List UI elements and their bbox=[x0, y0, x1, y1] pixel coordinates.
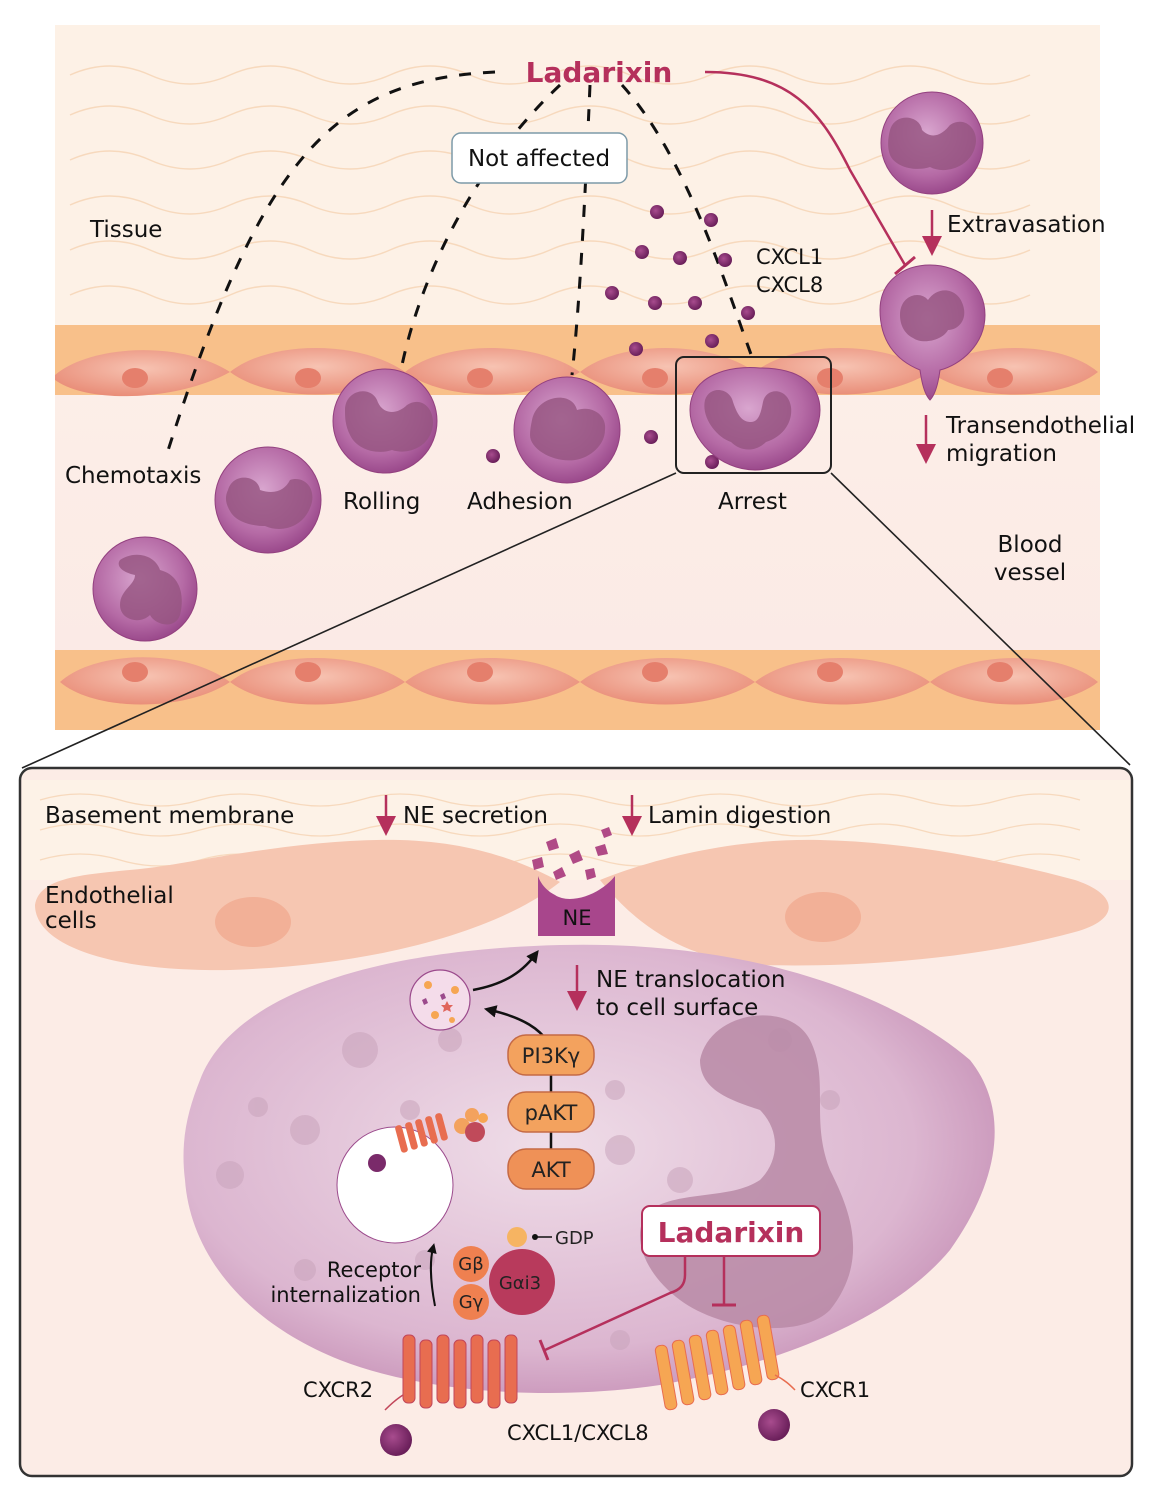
neutrophil-rolling bbox=[332, 368, 438, 474]
cxcr1-receptor bbox=[654, 1314, 780, 1411]
neutrophil-adhesion bbox=[513, 376, 621, 484]
endothelial-nucleus-right bbox=[785, 892, 861, 942]
inhibition-line-extravasation bbox=[704, 70, 907, 266]
chemokine-label-cxcl8: CXCL8 bbox=[756, 273, 823, 297]
neutrophil-transmigrating bbox=[879, 264, 986, 401]
top-drug-label: Ladarixin bbox=[526, 56, 673, 89]
gdp-label: GDP bbox=[555, 1228, 594, 1249]
stage-label-chemotaxis: Chemotaxis bbox=[65, 463, 201, 489]
inhibition-bar-cxcr2 bbox=[538, 1339, 550, 1361]
ligand-label: CXCL1/CXCL8 bbox=[507, 1421, 649, 1445]
transendothelial-decrease-arrow bbox=[916, 415, 936, 464]
cxcr2-tail bbox=[384, 1394, 404, 1411]
pathway-pill-pi3k: PI3Kγ bbox=[507, 1034, 595, 1076]
ne-translocation-decrease-arrow bbox=[567, 965, 587, 1011]
extravasation-decrease-arrow bbox=[922, 210, 942, 256]
pathway-pill-pakt: pAKT bbox=[507, 1091, 595, 1133]
transendothelial-label-line2: migration bbox=[946, 441, 1057, 467]
zoom-connector-left bbox=[21, 472, 677, 769]
inhibition-bar-extravasation bbox=[894, 255, 916, 276]
svg-text:pAKT: pAKT bbox=[525, 1101, 578, 1125]
g-alpha-i3-label: Gαi3 bbox=[499, 1273, 541, 1294]
ne-secretion-label: NE secretion bbox=[403, 803, 548, 829]
stage-label-rolling: Rolling bbox=[343, 489, 420, 515]
bottom-drug-label: Ladarixin bbox=[658, 1216, 805, 1249]
ne-secretion-decrease-arrow bbox=[376, 795, 396, 836]
lamin-digestion-label: Lamin digestion bbox=[648, 803, 831, 829]
basement-membrane-lower bbox=[55, 650, 1100, 730]
not-affected-label: Not affected bbox=[468, 146, 610, 172]
receptor-internalization-arrow bbox=[426, 1243, 437, 1307]
svg-text:PI3Kγ: PI3Kγ bbox=[522, 1044, 580, 1068]
endothelial-nucleus-left bbox=[215, 897, 291, 947]
transendothelial-label-line1: Transendothelial bbox=[945, 413, 1135, 439]
stage-label-arrest: Arrest bbox=[718, 489, 787, 515]
inhibition-line-cxcr2 bbox=[544, 1256, 687, 1352]
chemokine-ligand-cxcr1 bbox=[758, 1409, 790, 1441]
cxcr1-tail bbox=[774, 1374, 796, 1391]
stage-label-adhesion: Adhesion bbox=[467, 489, 573, 515]
bottom-panel: NE secretion Lamin digestion Basement me… bbox=[18, 766, 1134, 1478]
cxcr1-label: CXCR1 bbox=[800, 1378, 870, 1402]
granule-to-ne-arrow bbox=[472, 950, 539, 992]
not-affected-dashed-lines bbox=[163, 70, 757, 461]
pathway-pill-akt: AKT bbox=[507, 1148, 595, 1190]
ne-translocation-label-line2: to cell surface bbox=[596, 995, 758, 1021]
lamin-digestion-decrease-arrow bbox=[622, 795, 642, 836]
neutrophil-chemotaxis-2 bbox=[214, 446, 322, 554]
neutrophil-extravasated bbox=[880, 91, 984, 195]
zoom-region-box bbox=[675, 356, 832, 474]
blood-vessel-label-line2: vessel bbox=[994, 560, 1066, 586]
bottom-drug-badge: Ladarixin bbox=[641, 1205, 821, 1257]
azurophilic-granule bbox=[409, 969, 471, 1031]
neutrophil-elastase-ne: NE bbox=[538, 876, 615, 936]
endothelial-label-line2: cells bbox=[45, 908, 97, 934]
zoom-connector-right bbox=[830, 472, 1131, 766]
top-panel: Ladarixin Not affected Tissue CXCL1 CXCL… bbox=[21, 25, 1135, 769]
endothelial-label-line1: Endothelial bbox=[45, 883, 174, 909]
svg-text:AKT: AKT bbox=[531, 1158, 571, 1182]
chemokine-label-cxcl1: CXCL1 bbox=[756, 245, 823, 269]
blood-vessel-label-line1: Blood bbox=[998, 532, 1063, 558]
g-gamma-label: Gγ bbox=[459, 1292, 484, 1313]
cxcr2-receptor bbox=[402, 1334, 518, 1409]
endosome-with-internalized-receptor bbox=[336, 1108, 488, 1244]
endothelial-cell-left bbox=[35, 839, 560, 971]
receptor-internalization-label-line2: internalization bbox=[270, 1283, 421, 1307]
not-affected-badge: Not affected bbox=[451, 132, 628, 184]
endothelial-layer-lower bbox=[60, 657, 1098, 705]
receptor-internalization-label-line1: Receptor bbox=[327, 1258, 421, 1282]
endothelial-cell-right bbox=[600, 839, 1109, 966]
extravasation-label: Extravasation bbox=[947, 212, 1106, 238]
chemokine-ligand-cxcr2 bbox=[380, 1424, 412, 1456]
cxcr2-label: CXCR2 bbox=[303, 1378, 373, 1402]
ne-label: NE bbox=[563, 906, 592, 930]
basement-membrane-label: Basement membrane bbox=[45, 803, 294, 829]
ne-translocation-label-line1: NE translocation bbox=[596, 967, 785, 993]
tissue-label: Tissue bbox=[89, 217, 162, 243]
g-beta-label: Gβ bbox=[458, 1254, 483, 1275]
lamin-fragments bbox=[532, 827, 612, 880]
neutrophil-chemotaxis-1 bbox=[92, 536, 198, 642]
g-protein-complex: GDP Gαi3 Gβ Gγ bbox=[453, 1227, 594, 1320]
neutrophil-arrest bbox=[689, 367, 821, 471]
